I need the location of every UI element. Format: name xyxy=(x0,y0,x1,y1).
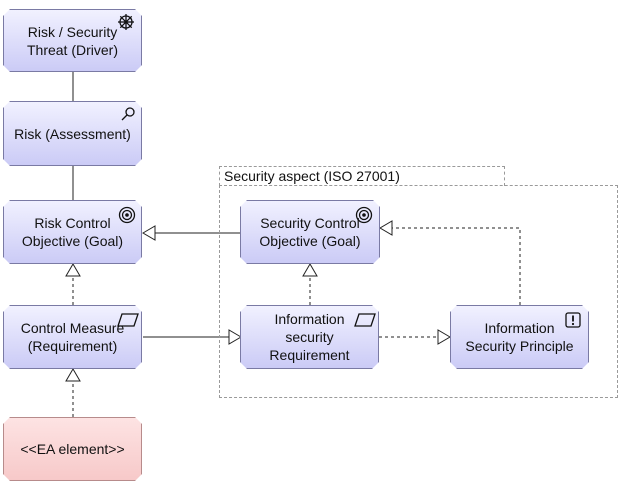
connector-principle-realizes-secgoal xyxy=(392,227,521,305)
arrowhead-principle-secgoal xyxy=(379,220,393,236)
principle-icon xyxy=(565,312,581,328)
goal-icon xyxy=(118,206,136,224)
node-risk-assessment[interactable]: Risk (Assessment) xyxy=(3,101,142,166)
node-risk-security-threat[interactable]: Risk / Security Threat (Driver) xyxy=(3,9,142,72)
node-label: Risk (Assessment) xyxy=(14,125,131,142)
group-security-aspect[interactable] xyxy=(219,185,618,398)
requirement-icon xyxy=(354,313,376,327)
node-label: <<EA element>> xyxy=(20,441,125,457)
assessment-icon xyxy=(121,107,135,121)
node-label: Information Security Principle xyxy=(465,320,574,354)
arrowhead-inforeq-principle xyxy=(437,329,451,345)
arrowhead-inforeq-secgoal xyxy=(302,263,318,277)
node-security-control-objective[interactable]: Security Control Objective (Goal) xyxy=(240,200,380,264)
driver-icon xyxy=(118,14,134,30)
node-label: Security Control Objective (Goal) xyxy=(259,215,361,249)
node-label: Risk / Security Threat (Driver) xyxy=(26,23,118,58)
node-ea-element[interactable]: <<EA element>> xyxy=(3,417,142,481)
goal-icon xyxy=(355,206,373,224)
node-information-security-requirement[interactable]: Information security Requirement xyxy=(240,305,379,369)
arrowhead-secgoal-riskgoal xyxy=(142,225,156,241)
node-control-measure[interactable]: Control Measure (Requirement) xyxy=(3,305,142,369)
node-label: Information security Requirement xyxy=(269,311,350,363)
node-label: Risk Control Objective (Goal) xyxy=(21,215,124,249)
node-label: Control Measure (Requirement) xyxy=(20,320,125,354)
node-risk-control-objective[interactable]: Risk Control Objective (Goal) xyxy=(3,200,142,264)
requirement-icon xyxy=(117,313,139,327)
arrowhead-control-inforeq xyxy=(228,329,242,345)
arrowhead-ea-control xyxy=(65,368,81,382)
group-label: Security aspect (ISO 27001) xyxy=(219,166,505,186)
arrowhead-control-goal xyxy=(65,263,81,277)
